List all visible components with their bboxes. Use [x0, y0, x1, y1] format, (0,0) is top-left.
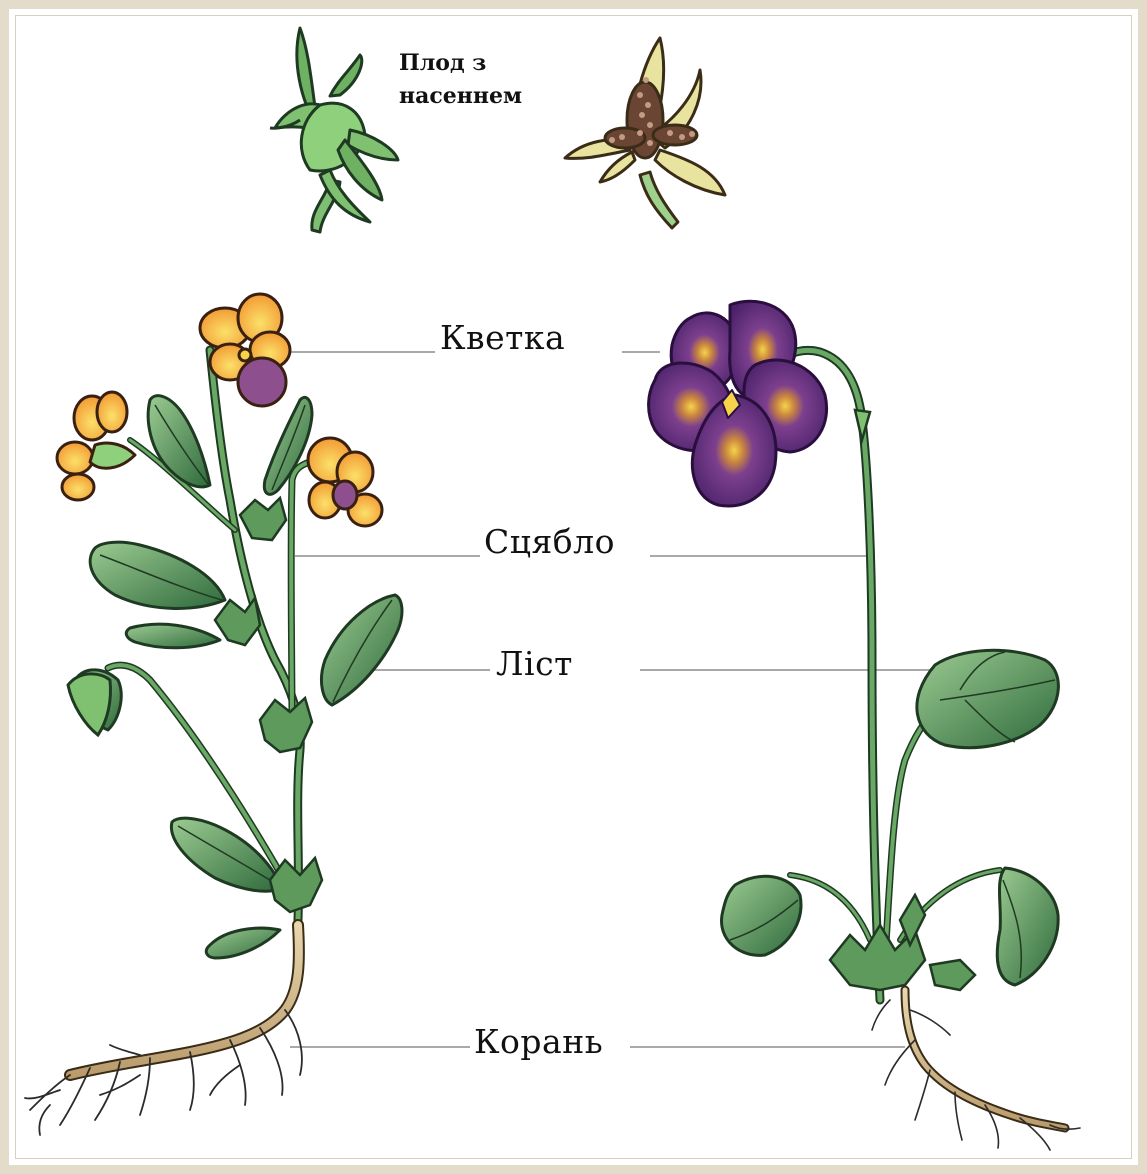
leaf-left-1 [90, 542, 225, 608]
right-plant-root [872, 990, 1080, 1150]
left-flower-bud [68, 674, 111, 735]
fruit-open-illustration [565, 38, 725, 228]
fruit-label: Плод з насеннем [395, 47, 526, 113]
fruit-closed-illustration [270, 28, 398, 232]
right-flower-purple [649, 301, 827, 506]
leaf-right-left [722, 876, 801, 955]
left-plant-root [25, 925, 302, 1135]
left-flower-side [57, 392, 135, 500]
leaf-right-right [997, 868, 1058, 985]
fruit-label-line-1: Плод з [399, 47, 522, 80]
fruit-label-line-2: насеннем [399, 80, 522, 113]
leaf-left-4 [321, 595, 402, 705]
leaf-left-7 [126, 624, 220, 648]
leaf-left-6 [206, 928, 280, 958]
leaf-label: Ліст [492, 644, 577, 683]
flower-label: Кветка [436, 318, 569, 357]
stem-label: Сцябло [480, 522, 619, 561]
leaf-right-big [917, 650, 1059, 747]
leader-lines [285, 352, 930, 1047]
leaf-left-3 [264, 397, 312, 494]
root-label: Корань [470, 1022, 607, 1061]
left-flower-right [308, 438, 382, 526]
